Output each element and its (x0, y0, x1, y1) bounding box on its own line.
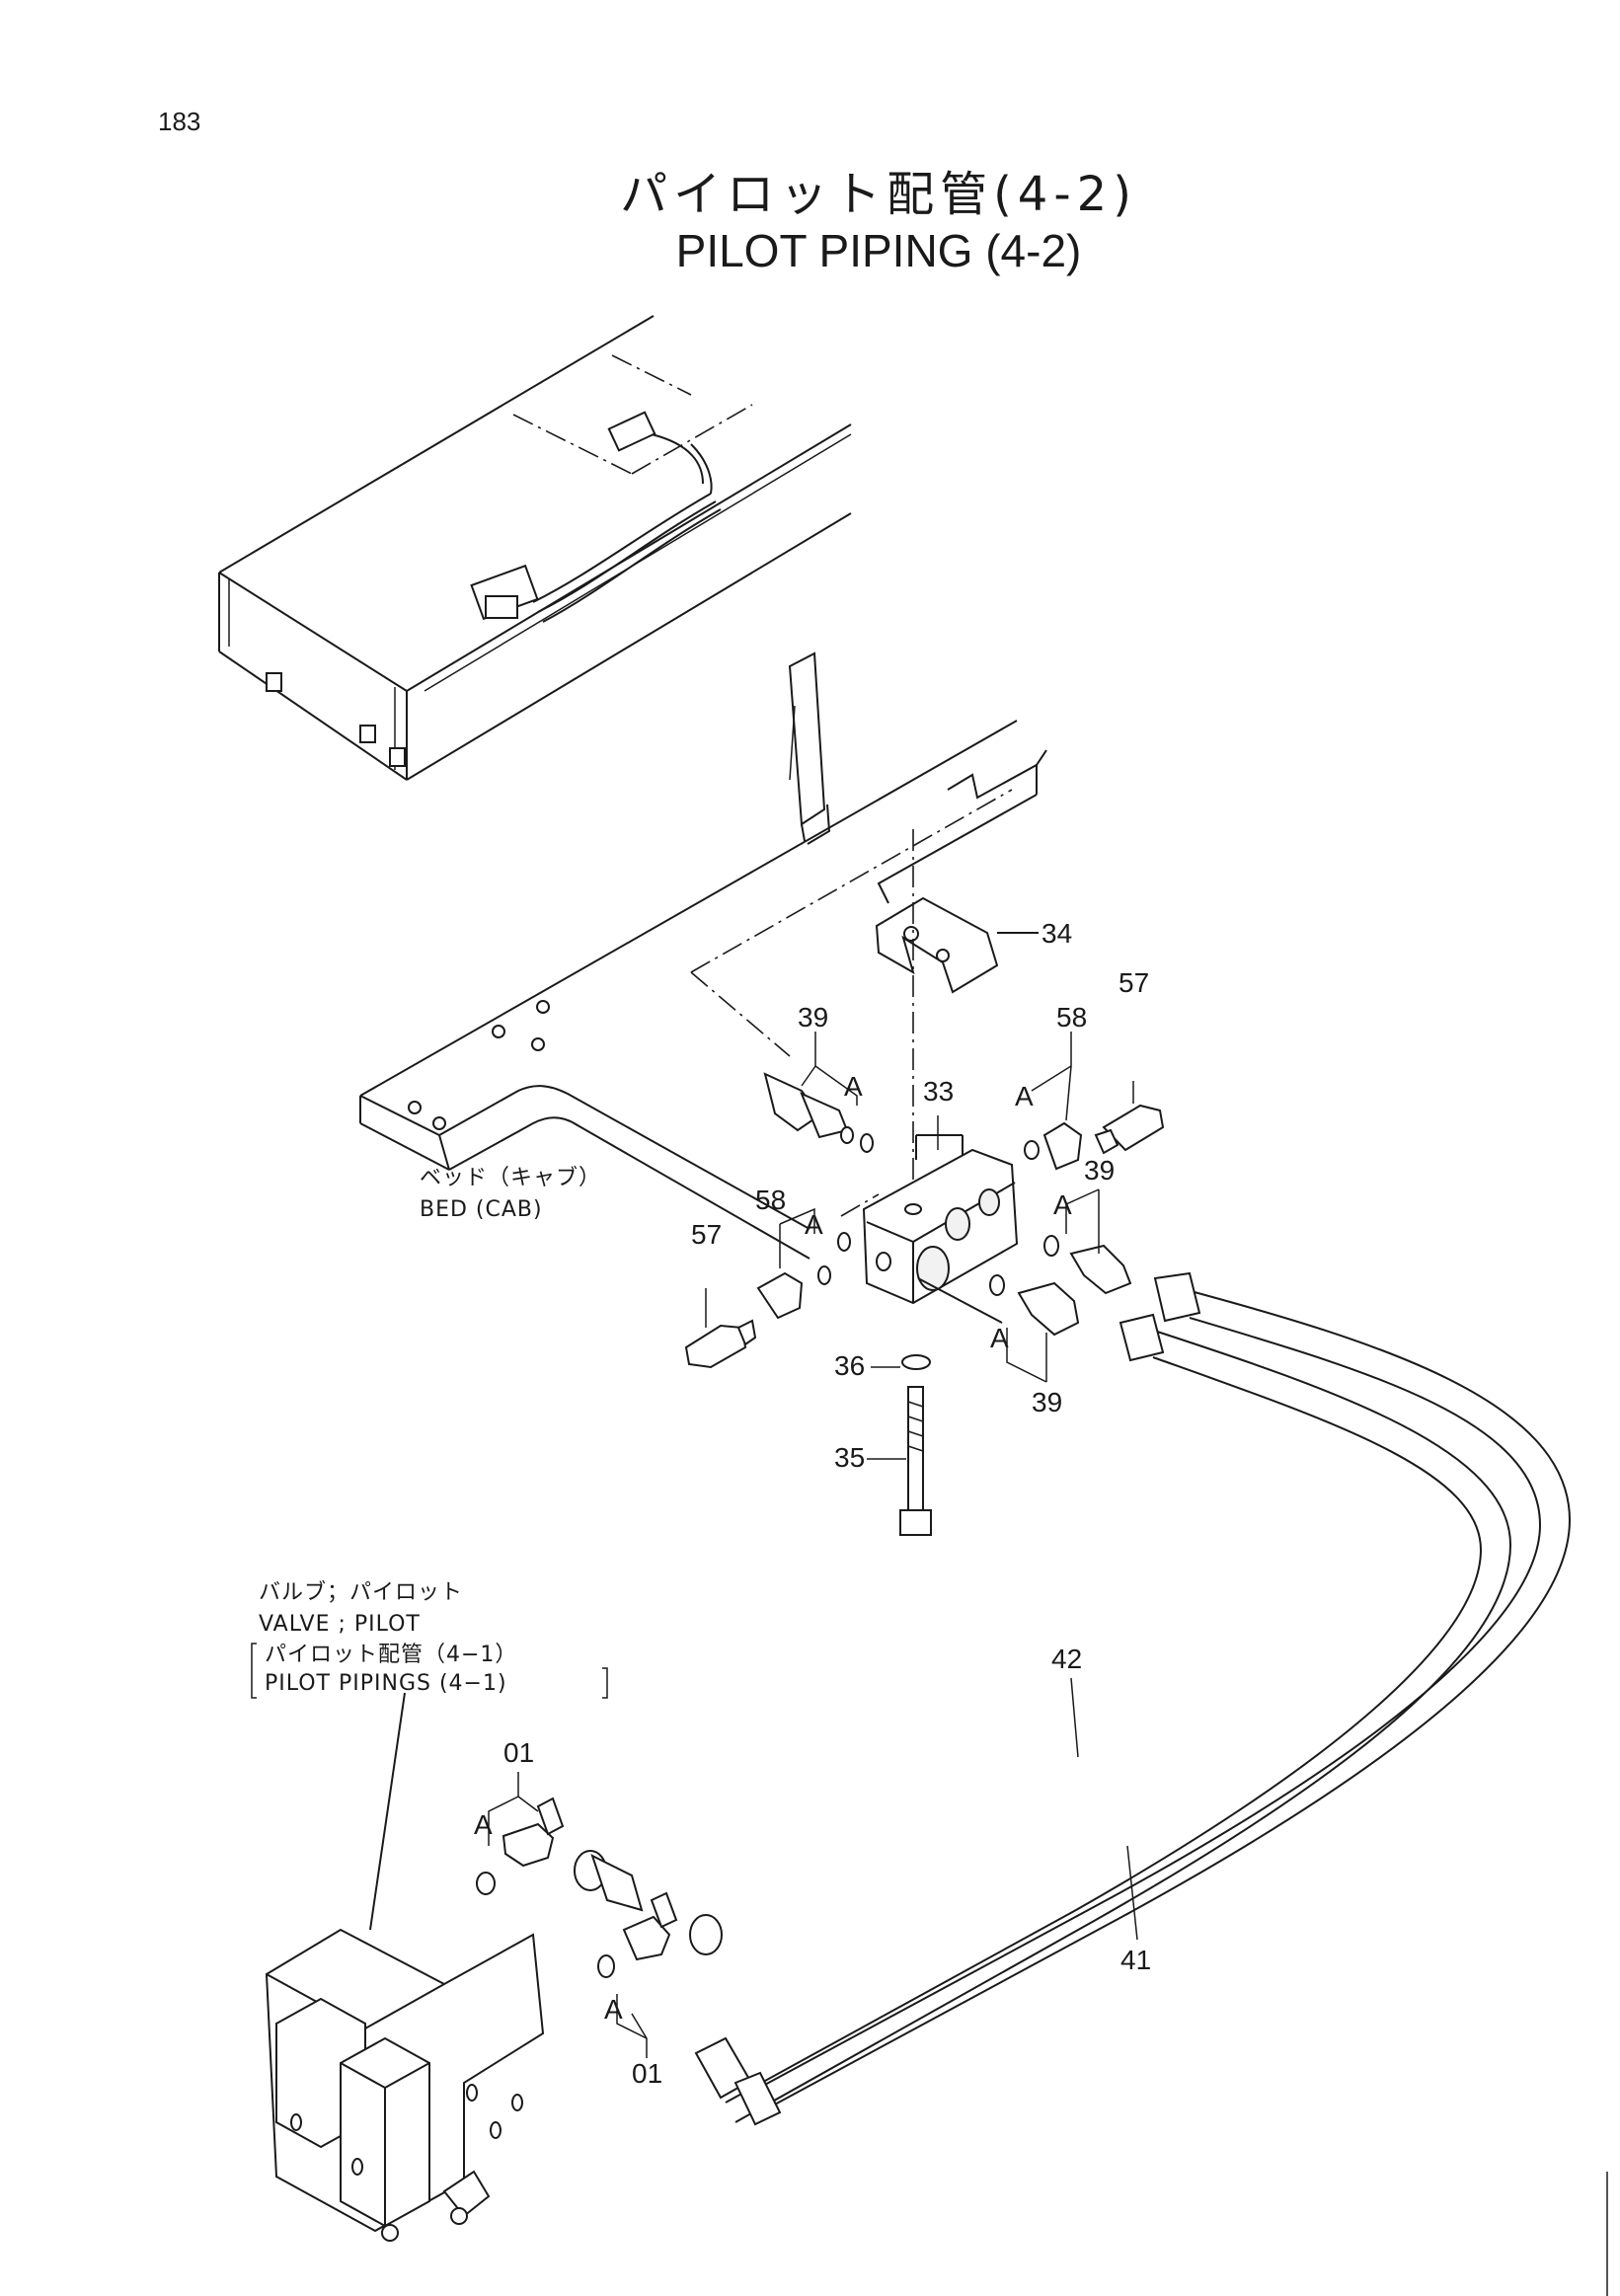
callout-39-right: 39 (1084, 1155, 1115, 1186)
note-ref-ja: パイロット配管（4−1） (265, 1643, 517, 1667)
callout-41: 41 (1120, 1945, 1151, 1975)
callout-39-top: 39 (798, 1002, 828, 1033)
callout-57-top: 57 (1119, 967, 1149, 998)
fittings-01 (476, 1797, 678, 1978)
note-valve-en: VALVE ; PILOT (259, 1612, 421, 1637)
part-33-manifold-block (840, 1134, 1019, 1324)
callout-58-top: 58 (1056, 1002, 1087, 1033)
fittings-cluster (684, 1072, 1165, 1536)
callout-33: 33 (923, 1076, 954, 1107)
page-title-english: PILOT PIPING (4-2) (675, 225, 1082, 276)
diagram-notes: ベッド（キャブ） BED (CAB) バルブ；パイロット VALVE ; PIL… (259, 1166, 601, 1696)
port-label-a: A (1015, 1081, 1034, 1111)
callout-01-top: 01 (503, 1737, 534, 1768)
title-block: パイロット配管(4-2) PILOT PIPING (4-2) (553, 166, 1204, 278)
callout-36: 36 (834, 1350, 865, 1381)
callout-42: 42 (1051, 1644, 1082, 1674)
callout-01-bottom: 01 (632, 2058, 662, 2089)
port-label-a: A (1053, 1189, 1072, 1220)
leader-lines (251, 1032, 1138, 2058)
note-bed-en: BED (CAB) (420, 1197, 543, 1222)
port-label-a: A (805, 1209, 823, 1240)
port-label-a: A (604, 1994, 623, 2025)
note-bed-ja: ベッド（キャブ） (420, 1166, 601, 1190)
hoses-41-42 (574, 1271, 1572, 2126)
port-label-a: A (990, 1323, 1009, 1353)
note-ref-en: PILOT PIPINGS (4−1) (265, 1671, 507, 1696)
callout-35: 35 (834, 1442, 865, 1473)
page-title-japanese: パイロット配管(4-2) (620, 167, 1137, 222)
pilot-valve (265, 1692, 545, 2242)
callout-labels: 34 57 58 39 33 58 57 39 39 36 35 42 41 0… (474, 918, 1151, 2089)
note-valve-ja: バルブ；パイロット (259, 1580, 463, 1605)
port-label-a: A (844, 1071, 863, 1102)
port-label-a: A (474, 1809, 493, 1840)
callout-57-left: 57 (691, 1219, 722, 1250)
callout-39-bottom: 39 (1032, 1387, 1062, 1417)
bed-cab-frame (359, 651, 1047, 1260)
part-34-clip (875, 829, 1039, 1244)
callout-58-left: 58 (755, 1185, 786, 1215)
callout-34: 34 (1041, 918, 1072, 949)
cab-frame-beam (218, 315, 852, 781)
page-number: 183 (158, 107, 201, 136)
